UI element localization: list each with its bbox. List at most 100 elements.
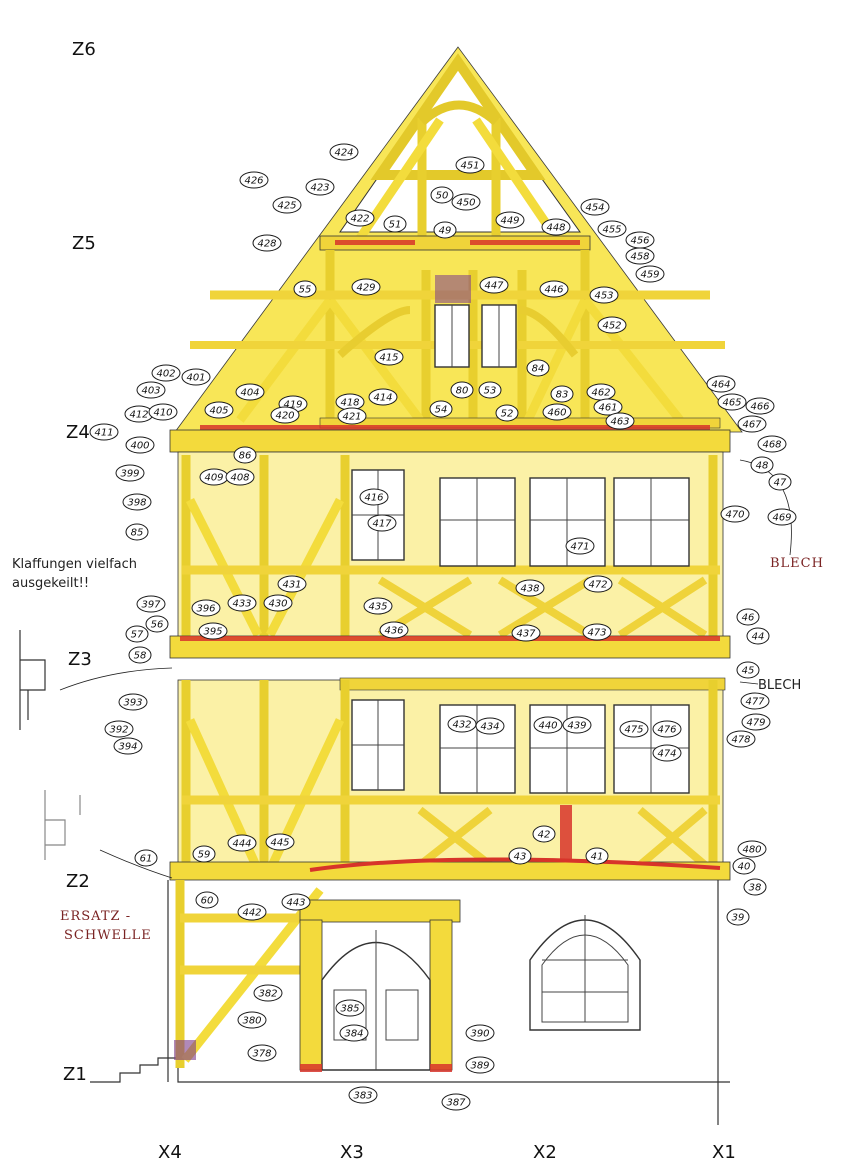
marker-label: 394 bbox=[118, 742, 137, 753]
note-ersatz-line2: SCHWELLE bbox=[64, 928, 152, 943]
marker-label: 59 bbox=[198, 850, 211, 861]
zone-label-z6: Z6 bbox=[72, 39, 96, 60]
marker-454: 454 bbox=[580, 198, 610, 216]
marker-label: 84 bbox=[532, 364, 545, 375]
marker-438: 438 bbox=[515, 579, 545, 597]
marker-label: 83 bbox=[556, 390, 569, 401]
marker-445: 445 bbox=[265, 833, 295, 851]
marker-label: 473 bbox=[587, 628, 606, 639]
marker-label: 393 bbox=[123, 698, 142, 709]
marker-472: 472 bbox=[583, 575, 613, 593]
marker-422: 422 bbox=[345, 209, 375, 227]
marker-60: 60 bbox=[195, 891, 219, 909]
marker-label: 405 bbox=[209, 406, 228, 417]
marker-label: 56 bbox=[151, 620, 164, 631]
marker-label: 404 bbox=[240, 388, 259, 399]
marker-447: 447 bbox=[479, 276, 509, 294]
marker-399: 399 bbox=[115, 464, 145, 482]
marker-58: 58 bbox=[128, 646, 152, 664]
storey-z3 bbox=[169, 677, 731, 881]
marker-layer: 4244264234254225150494514504494484544554… bbox=[89, 143, 797, 1111]
marker-436: 436 bbox=[379, 621, 409, 639]
marker-394: 394 bbox=[113, 737, 143, 755]
marker-54: 54 bbox=[429, 400, 453, 418]
marker-476: 476 bbox=[652, 720, 682, 738]
marker-464: 464 bbox=[706, 375, 736, 393]
marker-label: 387 bbox=[446, 1098, 466, 1109]
marker-label: 403 bbox=[141, 386, 160, 397]
marker-51: 51 bbox=[383, 215, 407, 233]
marker-392: 392 bbox=[104, 720, 134, 738]
marker-467: 467 bbox=[737, 415, 767, 433]
marker-462: 462 bbox=[586, 383, 616, 401]
marker-456: 456 bbox=[625, 231, 655, 249]
zone-label-z4: Z4 bbox=[66, 422, 90, 443]
marker-425: 425 bbox=[272, 196, 302, 214]
marker-409: 409 bbox=[199, 468, 229, 486]
marker-label: 471 bbox=[570, 542, 589, 553]
marker-393: 393 bbox=[118, 693, 148, 711]
marker-434: 434 bbox=[475, 717, 505, 735]
marker-50: 50 bbox=[430, 186, 454, 204]
marker-label: 465 bbox=[722, 398, 741, 409]
marker-label: 469 bbox=[772, 513, 791, 524]
marker-label: 52 bbox=[501, 409, 514, 420]
note-klaffungen-line1: Klaffungen vielfach bbox=[12, 557, 137, 572]
marker-label: 55 bbox=[299, 285, 312, 296]
marker-417: 417 bbox=[367, 514, 397, 532]
marker-460: 460 bbox=[542, 403, 572, 421]
marker-label: 468 bbox=[762, 440, 781, 451]
marker-446: 446 bbox=[539, 280, 569, 298]
marker-label: 422 bbox=[350, 214, 369, 225]
marker-label: 475 bbox=[624, 725, 643, 736]
marker-label: 429 bbox=[356, 283, 375, 294]
marker-label: 476 bbox=[657, 725, 676, 736]
marker-86: 86 bbox=[233, 446, 257, 464]
marker-label: 440 bbox=[538, 721, 557, 732]
marker-52: 52 bbox=[495, 404, 519, 422]
marker-label: 411 bbox=[94, 428, 113, 439]
marker-449: 449 bbox=[495, 211, 525, 229]
marker-38: 38 bbox=[743, 878, 767, 896]
marker-39: 39 bbox=[726, 908, 750, 926]
marker-label: 399 bbox=[120, 469, 139, 480]
marker-443: 443 bbox=[281, 893, 311, 911]
marker-label: 479 bbox=[746, 718, 765, 729]
leader-z3 bbox=[59, 667, 173, 691]
marker-label: 450 bbox=[456, 198, 475, 209]
marker-label: 41 bbox=[591, 852, 604, 863]
marker-382: 382 bbox=[253, 984, 283, 1002]
marker-label: 421 bbox=[342, 412, 361, 423]
marker-label: 436 bbox=[384, 626, 403, 637]
marker-57: 57 bbox=[125, 625, 149, 643]
marker-414: 414 bbox=[368, 388, 398, 406]
marker-label: 54 bbox=[435, 405, 448, 416]
axis-label-x4: X4 bbox=[158, 1142, 182, 1163]
zone-label-z1: Z1 bbox=[63, 1064, 87, 1085]
marker-label: 480 bbox=[742, 845, 761, 856]
marker-label: 417 bbox=[372, 519, 392, 530]
marker-label: 49 bbox=[439, 226, 452, 237]
marker-471: 471 bbox=[565, 537, 595, 555]
marker-label: 463 bbox=[610, 417, 629, 428]
marker-46: 46 bbox=[736, 608, 760, 626]
marker-label: 383 bbox=[353, 1091, 372, 1102]
zone-label-z3: Z3 bbox=[68, 649, 92, 670]
marker-383: 383 bbox=[348, 1086, 378, 1104]
marker-label: 389 bbox=[470, 1061, 489, 1072]
marker-label: 390 bbox=[470, 1029, 489, 1040]
marker-label: 426 bbox=[244, 176, 263, 187]
marker-397: 397 bbox=[136, 595, 166, 613]
marker-470: 470 bbox=[720, 505, 750, 523]
marker-label: 396 bbox=[196, 604, 215, 615]
marker-label: 60 bbox=[201, 896, 214, 907]
marker-label: 58 bbox=[134, 651, 147, 662]
ground-line bbox=[90, 880, 730, 1125]
marker-458: 458 bbox=[625, 247, 655, 265]
marker-442: 442 bbox=[237, 903, 267, 921]
marker-412: 412 bbox=[124, 405, 154, 423]
zone-label-z5: Z5 bbox=[72, 233, 96, 254]
marker-label: 430 bbox=[268, 599, 287, 610]
marker-label: 431 bbox=[282, 580, 301, 591]
marker-label: 382 bbox=[258, 989, 277, 1000]
